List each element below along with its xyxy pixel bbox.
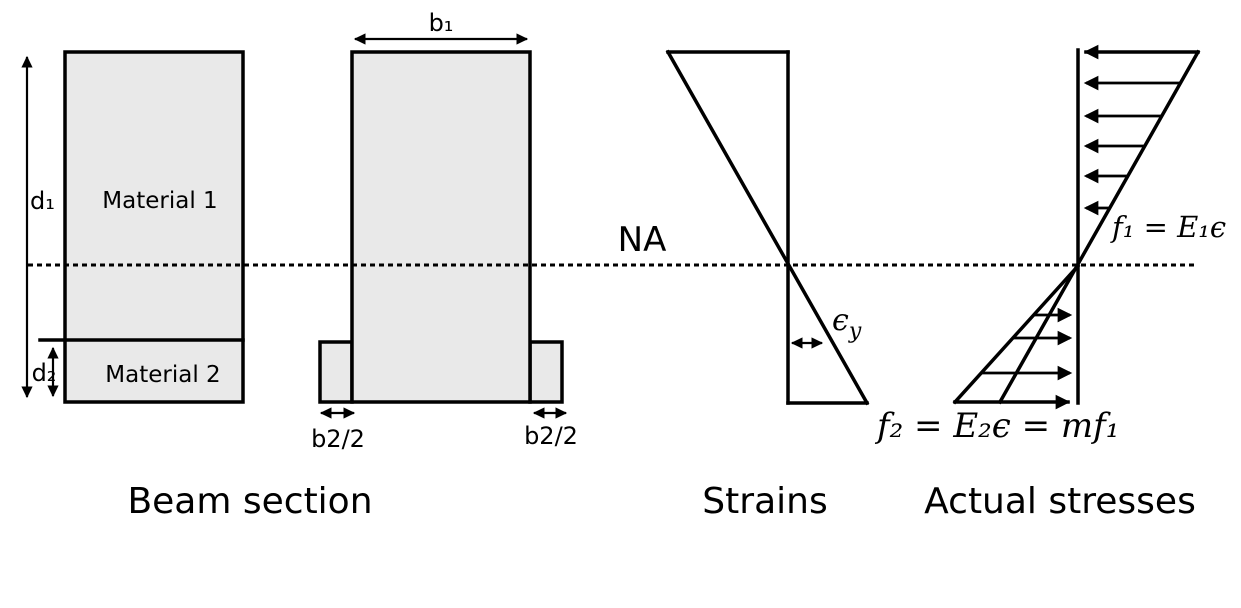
d2-label: d₂: [32, 359, 57, 387]
right-flange-rect: [528, 340, 564, 404]
d1-label: d₁: [30, 187, 55, 215]
transformed-section-rect: [350, 50, 532, 404]
strains-caption: Strains: [702, 481, 827, 522]
strain-diagram: ϵy: [665, 49, 870, 406]
stress-diagram: f₁ = E₁ϵ f₂ = E₂ϵ = mf₁: [874, 44, 1226, 446]
neutral-axis-label: NA: [618, 220, 667, 260]
material-2-label: Material 2: [105, 362, 220, 388]
beam-section-caption: Beam section: [127, 481, 372, 522]
stress-profile-line-material1: [997, 49, 1201, 405]
b1-label: b₁: [429, 9, 454, 37]
b2-left-label: b2/2: [311, 425, 365, 453]
compression-arrows: [1083, 75, 1180, 216]
tension-arrows: [953, 307, 1073, 410]
epsilon-y-label: ϵy: [832, 303, 862, 344]
actual-stresses-caption: Actual stresses: [924, 481, 1196, 522]
left-flange-rect: [318, 340, 354, 404]
beam-section-rect: [63, 50, 245, 404]
stress-profile-line-material2: [952, 263, 1081, 405]
b2-right-label: b2/2: [524, 422, 578, 450]
strain-profile-line: [665, 49, 870, 406]
material-1-label: Material 1: [102, 188, 217, 214]
f1-formula-label: f₁ = E₁ϵ: [1110, 210, 1226, 244]
f2-formula-label: f₂ = E₂ϵ = mf₁: [874, 406, 1119, 446]
